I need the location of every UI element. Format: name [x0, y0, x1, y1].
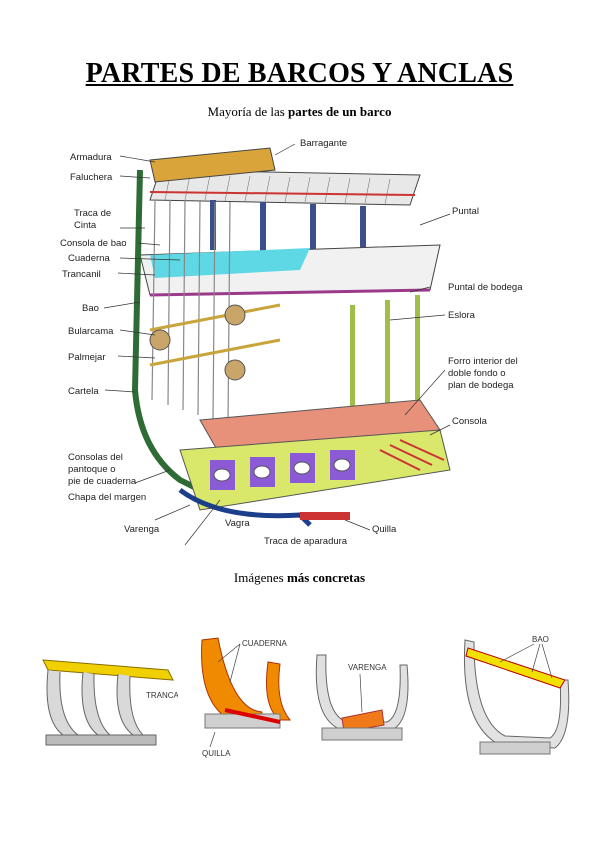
- subtitle: Mayoría de las partes de un barco: [0, 104, 599, 120]
- label-faluchera: Faluchera: [70, 172, 113, 183]
- label-pantoque-o: pantoque o: [68, 464, 116, 475]
- label-pie-de-cuaderna: pie de cuaderna: [68, 476, 137, 487]
- label-traca-de-aparadura: Traca de aparadura: [264, 536, 348, 547]
- label-eslora: Eslora: [448, 310, 476, 321]
- label-small-varenga: VARENGA: [348, 663, 387, 672]
- page-title: PARTES DE BARCOS Y ANCLAS: [85, 58, 514, 89]
- label-cartela: Cartela: [68, 386, 99, 397]
- subtitle-bold: partes de un barco: [288, 104, 392, 119]
- label-barragante: Barragante: [300, 138, 347, 149]
- label-armadura: Armadura: [70, 152, 112, 163]
- label-small-bao: BAO: [532, 635, 549, 644]
- trancanil-diagram: TRANCANIL: [42, 659, 178, 746]
- label-bularcama: Bularcama: [68, 326, 114, 337]
- label-cuaderna: Cuaderna: [68, 253, 110, 264]
- hull-side: [131, 169, 202, 493]
- label-consolas-del: Consolas del: [68, 452, 123, 463]
- label-consola-de-bao: Consola de bao: [60, 238, 127, 249]
- label-plan-de-bodega: plan de bodega: [448, 380, 514, 391]
- label-puntal: Puntal: [452, 206, 479, 217]
- label-doble-fondo: doble fondo o: [448, 368, 506, 379]
- varenga-diagram: VARENGA: [315, 654, 409, 741]
- section2-bold: más concretas: [286, 570, 366, 585]
- label-small-cuaderna: CUADERNA: [242, 639, 288, 648]
- label-palmejar: Palmejar: [68, 352, 106, 363]
- ship-section-diagram: Armadura Faluchera Traca de Cinta Consol…: [60, 138, 523, 547]
- label-trancanil: Trancanil: [62, 269, 101, 280]
- label-forro-interior: Forro interior del: [448, 356, 518, 367]
- section2-heading: Imágenes más concretas: [0, 570, 599, 586]
- section2-prefix: Imágenes: [233, 570, 287, 585]
- label-bao: Bao: [82, 303, 99, 314]
- upper-deck: [149, 169, 421, 206]
- bao-diagram: BAO: [463, 635, 570, 755]
- cuaderna-diagram: CUADERNA QUILLA: [201, 637, 292, 758]
- label-chapa-del-margen: Chapa del margen: [68, 492, 146, 503]
- subtitle-prefix: Mayoría de las: [207, 104, 289, 119]
- label-cinta: Cinta: [74, 220, 97, 231]
- label-consola: Consola: [452, 416, 488, 427]
- label-puntal-de-bodega: Puntal de bodega: [448, 282, 523, 293]
- label-small-trancanil: TRANCANIL: [146, 691, 178, 700]
- armadura-panel: [149, 147, 276, 183]
- label-varenga: Varenga: [124, 524, 160, 535]
- label-traca-de: Traca de: [74, 208, 111, 219]
- label-vagra: Vagra: [225, 518, 250, 529]
- label-quilla: Quilla: [372, 524, 397, 535]
- label-small-quilla: QUILLA: [202, 749, 231, 758]
